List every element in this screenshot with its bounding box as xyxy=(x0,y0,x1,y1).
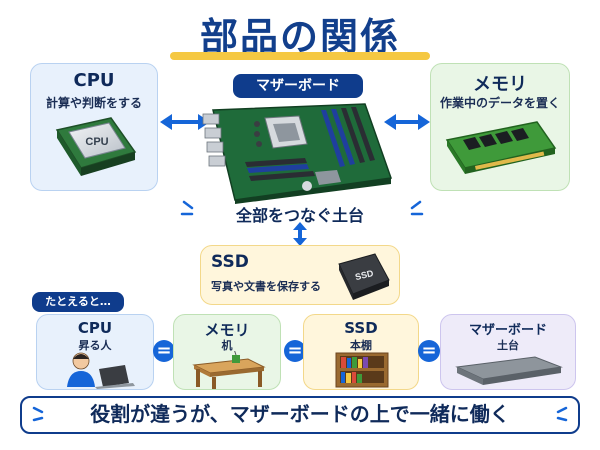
ssd-device-label: SSD xyxy=(354,268,375,282)
summary-banner-text: 役割が違うが、マザーボードの上で一緒に働く xyxy=(90,402,510,426)
desk-icon xyxy=(192,351,266,389)
title-underline xyxy=(170,52,430,60)
memory-card-title: メモリ xyxy=(473,74,527,95)
analogy-memory-subtitle: 机 xyxy=(221,339,233,352)
equals-icon-3: = xyxy=(418,340,440,362)
motherboard-icon xyxy=(202,103,393,204)
analogy-card-memory: メモリ 机 xyxy=(173,314,281,390)
cpu-chip-icon: CPU xyxy=(55,117,137,176)
analogy-motherboard-title: マザーボード xyxy=(468,323,547,338)
page-title: 部品の関係 xyxy=(199,15,400,59)
analogy-card-cpu: CPU 昇る人 xyxy=(36,314,154,390)
ssd-card-subtitle: 写真や文書を保存する xyxy=(211,280,321,293)
memory-stick-icon xyxy=(445,121,557,174)
ssd-drive-icon: SSD xyxy=(338,253,390,300)
motherboard-caption: 全部をつなぐ土台 xyxy=(235,206,364,225)
base-platform-icon xyxy=(455,356,563,385)
cpu-card: CPU 計算や判断をする CPU xyxy=(30,63,158,191)
equals-icon-2: = xyxy=(284,340,306,362)
analogy-label: たとえると… xyxy=(32,292,124,312)
banner-right-sparkle-icon xyxy=(556,406,568,422)
analogy-memory-title: メモリ xyxy=(204,321,250,339)
bookshelf-icon xyxy=(335,352,389,388)
analogy-cpu-subtitle: 昇る人 xyxy=(78,339,112,352)
memory-card-subtitle: 作業中のデータを置く xyxy=(439,96,560,110)
left-sparkle-icon xyxy=(180,200,194,216)
mb-ssd-arrow-icon xyxy=(293,222,307,246)
cpu-chip-label: CPU xyxy=(85,136,108,148)
ssd-card: SSD 写真や文書を保存する SSD xyxy=(200,245,400,305)
analogy-ssd-title: SSD xyxy=(344,319,378,337)
analogy-card-motherboard: マザーボード 土台 xyxy=(440,314,576,390)
mb-memory-arrow-icon xyxy=(384,114,430,130)
equals-icon-1: = xyxy=(153,340,175,362)
analogy-cpu-title: CPU xyxy=(77,319,113,337)
right-sparkle-icon xyxy=(410,200,424,216)
banner-left-sparkle-icon xyxy=(32,406,44,422)
cpu-card-subtitle: 計算や判断をする xyxy=(45,96,142,110)
motherboard-label: マザーボード xyxy=(233,74,363,98)
person-at-laptop-icon xyxy=(67,352,135,389)
memory-card: メモリ 作業中のデータを置く xyxy=(430,63,570,191)
ssd-card-title: SSD xyxy=(211,252,249,272)
analogy-motherboard-subtitle: 土台 xyxy=(497,339,519,352)
cpu-card-title: CPU xyxy=(73,70,115,91)
analogy-card-ssd: SSD 本棚 xyxy=(303,314,419,390)
analogy-ssd-subtitle: 本棚 xyxy=(350,339,372,352)
summary-banner: 役割が違うが、マザーボードの上で一緒に働く xyxy=(20,396,580,434)
